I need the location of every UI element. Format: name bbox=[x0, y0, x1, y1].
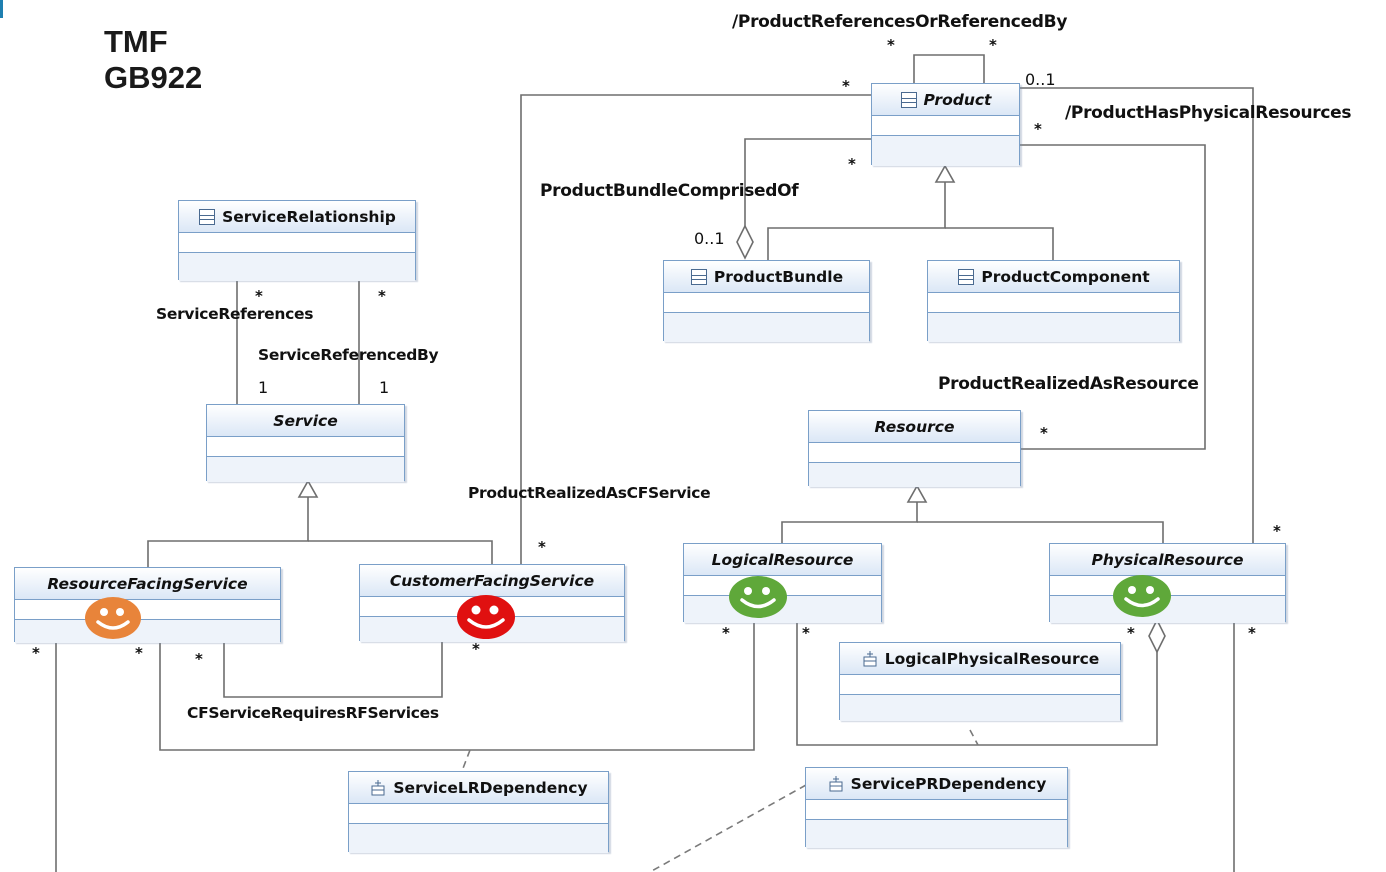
class-resource[interactable]: Resource bbox=[808, 410, 1021, 487]
mult-physical-bottom: * bbox=[1248, 624, 1256, 642]
mult-product-bundle: * bbox=[848, 155, 856, 173]
association-class-icon bbox=[371, 779, 385, 795]
lr-dependency-link bbox=[461, 749, 471, 772]
mult-service-one-b: 1 bbox=[379, 378, 390, 397]
resource-generalization-right bbox=[917, 521, 1164, 543]
mult-cfs-rf: * bbox=[472, 640, 480, 658]
class-icon bbox=[958, 268, 975, 285]
mult-product-resource: * bbox=[1034, 120, 1042, 138]
class-icon bbox=[199, 208, 216, 225]
class-physical-resource-name: PhysicalResource bbox=[1091, 550, 1244, 569]
class-service-relationship-name: ServiceRelationship bbox=[222, 207, 396, 226]
class-product-name: Product bbox=[923, 90, 992, 109]
mult-rfs-bottom: * bbox=[32, 644, 40, 662]
association-class-icon bbox=[829, 775, 843, 791]
pr-dependency-link bbox=[649, 784, 807, 872]
diagram-title: TMF GB922 bbox=[104, 24, 203, 95]
product-generalization-right bbox=[945, 227, 1054, 260]
physical-aggregation-diamond bbox=[1148, 618, 1166, 654]
product-gen-arrow bbox=[934, 164, 956, 183]
mult-bundle-zero-one: 0..1 bbox=[694, 229, 725, 248]
smiley-logical-icon bbox=[729, 576, 787, 618]
mult-product-self-b: * bbox=[989, 36, 997, 54]
service-gen-arrow bbox=[297, 479, 319, 498]
class-service-pr-dependency-name: ServicePRDependency bbox=[850, 774, 1047, 793]
product-has-physical-label: /ProductHasPhysicalResources bbox=[1065, 103, 1352, 123]
class-rfs-name: ResourceFacingService bbox=[47, 574, 248, 593]
class-service-name: Service bbox=[273, 411, 338, 430]
class-service-lr-dependency-name: ServiceLRDependency bbox=[393, 778, 588, 797]
class-resource-name: Resource bbox=[874, 417, 955, 436]
class-service-relationship[interactable]: ServiceRelationship bbox=[178, 200, 416, 281]
class-service-pr-dependency[interactable]: ServicePRDependency bbox=[805, 767, 1068, 848]
mult-service-one-a: 1 bbox=[258, 378, 269, 397]
smiley-cfs-icon bbox=[457, 595, 515, 639]
lpr-link bbox=[969, 729, 979, 746]
mult-product-cfs: * bbox=[842, 77, 850, 95]
service-generalization bbox=[147, 497, 309, 567]
class-lpr-name: LogicalPhysicalResource bbox=[884, 649, 1100, 668]
class-service-lr-dependency[interactable]: ServiceLRDependency bbox=[348, 771, 609, 853]
product-references-label: /ProductReferencesOrReferencedBy bbox=[732, 12, 1068, 32]
mult-service-ref-a: * bbox=[255, 287, 263, 305]
mult-physical-product: * bbox=[1273, 522, 1281, 540]
cf-requires-rf-line bbox=[223, 641, 443, 698]
class-resource-facing-service[interactable]: ResourceFacingService bbox=[14, 567, 281, 643]
class-product-component[interactable]: ProductComponent bbox=[927, 260, 1180, 342]
product-realized-cfservice-label: ProductRealizedAsCFService bbox=[468, 484, 711, 502]
smiley-physical-icon bbox=[1113, 575, 1171, 617]
class-icon bbox=[690, 268, 707, 285]
class-product-bundle[interactable]: ProductBundle bbox=[663, 260, 870, 342]
service-generalization-right bbox=[308, 540, 493, 564]
class-logical-resource[interactable]: LogicalResource bbox=[683, 543, 882, 623]
service-references-label: ServiceReferences bbox=[156, 305, 314, 323]
mult-product-zero-one: 0..1 bbox=[1025, 70, 1056, 89]
resource-gen-arrow bbox=[906, 484, 928, 503]
class-cfs-name: CustomerFacingService bbox=[389, 571, 595, 590]
class-icon bbox=[900, 91, 917, 108]
mult-resource: * bbox=[1040, 424, 1048, 442]
mult-product-self-a: * bbox=[887, 36, 895, 54]
smiley-rfs-icon bbox=[85, 597, 141, 639]
mult-logical-rfs: * bbox=[722, 624, 730, 642]
product-self-association bbox=[913, 54, 985, 83]
mult-rfs-cf: * bbox=[195, 650, 203, 668]
product-realized-resource-label: ProductRealizedAsResource bbox=[938, 374, 1199, 394]
service-referencedby-label: ServiceReferencedBy bbox=[258, 346, 439, 364]
resource-generalization bbox=[781, 502, 918, 543]
mult-logical-physical: * bbox=[802, 624, 810, 642]
bundle-aggregation-diamond bbox=[736, 224, 754, 260]
class-product-component-name: ProductComponent bbox=[981, 267, 1150, 286]
association-class-icon bbox=[863, 650, 877, 666]
cf-requires-rf-label: CFServiceRequiresRFServices bbox=[187, 704, 439, 722]
class-logical-physical-resource[interactable]: LogicalPhysicalResource bbox=[839, 642, 1121, 721]
bundle-comprised-label: ProductBundleComprisedOf bbox=[540, 181, 799, 201]
class-physical-resource[interactable]: PhysicalResource bbox=[1049, 543, 1286, 623]
class-service[interactable]: Service bbox=[206, 404, 405, 482]
class-product-bundle-name: ProductBundle bbox=[713, 267, 844, 286]
mult-service-ref-b: * bbox=[378, 287, 386, 305]
corner-mark bbox=[0, 0, 3, 18]
class-logical-resource-name: LogicalResource bbox=[711, 550, 854, 569]
mult-cfs-product: * bbox=[538, 538, 546, 556]
class-product[interactable]: Product bbox=[871, 83, 1020, 166]
mult-rfs-logical: * bbox=[135, 644, 143, 662]
mult-physical-logical: * bbox=[1127, 624, 1135, 642]
